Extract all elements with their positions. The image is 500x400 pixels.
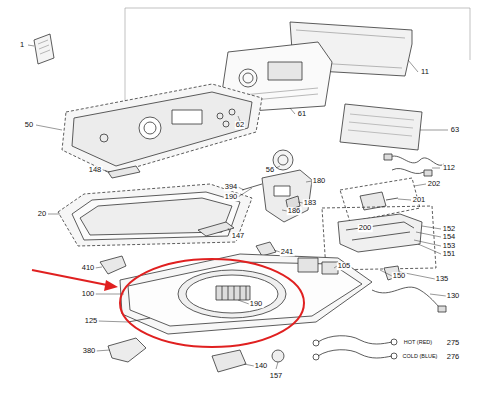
callout-number: 1 (19, 41, 25, 49)
callout-number: 135 (435, 275, 450, 283)
callout-number: 130 (446, 292, 461, 300)
callout-number: 11 (420, 68, 430, 76)
callout-number: 190 (249, 300, 264, 308)
callout-number: 183 (303, 199, 318, 207)
callout-number: 56 (265, 166, 275, 174)
callout-number: 202 (427, 180, 442, 188)
callout-number: 241 (280, 248, 295, 256)
callout-number: 105 (337, 262, 352, 270)
callout-number: 380 (82, 347, 97, 355)
callout-number: 50 (24, 121, 34, 129)
callout-number: 151 (442, 250, 457, 258)
callout-number: 61 (297, 110, 307, 118)
callout-number: 180 (312, 177, 327, 185)
callout-number: 112 (442, 164, 456, 172)
callout-number: 62 (235, 121, 245, 129)
callout-number: 157 (269, 372, 284, 380)
callout-number: 152 (442, 225, 457, 233)
callout-number: 394 (224, 183, 239, 191)
hose-note: HOT (RED) (403, 340, 433, 346)
callout-number: 147 (231, 232, 246, 240)
callout-number: 100 (81, 290, 96, 298)
callout-number: 201 (412, 196, 427, 204)
callout-number: 125 (84, 317, 99, 325)
callout-number: 150 (392, 272, 407, 280)
callout-number: 200 (358, 224, 373, 232)
callout-number: 190 (224, 193, 239, 201)
callout-number: 410 (81, 264, 96, 272)
callout-number: 154 (442, 233, 457, 241)
callout-number: 63 (450, 126, 460, 134)
callout-number: 153 (442, 242, 457, 250)
hose-note: COLD (BLUE) (402, 354, 439, 360)
callout-number: 140 (254, 362, 269, 370)
callout-number: 275 (446, 339, 461, 347)
callout-number: 148 (88, 166, 103, 174)
callout-number: 20 (37, 210, 47, 218)
callout-number: 186 (287, 207, 302, 215)
callout-number: 276 (446, 353, 461, 361)
